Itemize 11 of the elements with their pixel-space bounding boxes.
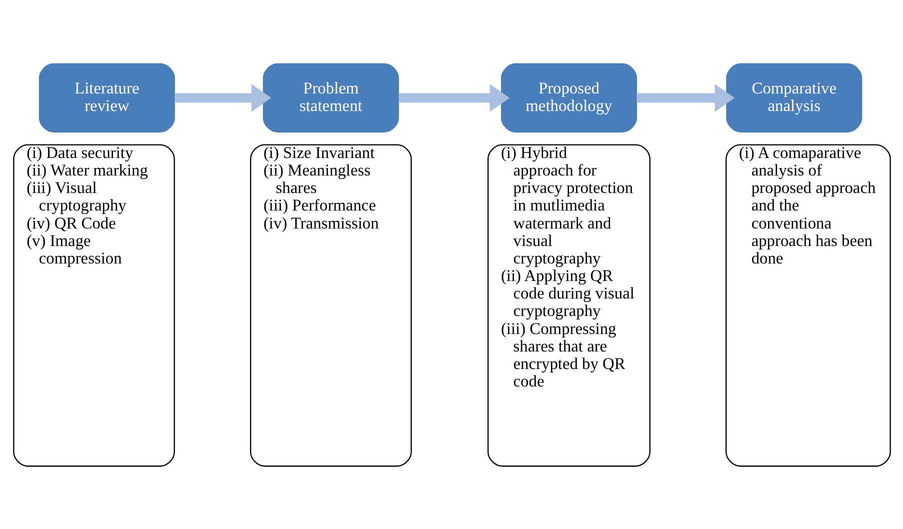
arrow: [174, 83, 271, 112]
node-box: Literature review: [38, 62, 174, 132]
node-box: Proposed methodology: [500, 62, 636, 132]
arrow: [398, 83, 510, 112]
arrow: [636, 83, 734, 112]
node-box: (i) Data security (ii) Water marking (iii) Visual cryptography (iv) QR Code (v) Image compression: [12, 144, 174, 466]
node-box: (i) Size Invariant (ii) Meaningless shares (iii) Performance (iv) Transmission: [250, 144, 412, 466]
node-box: Comparative analysis: [726, 62, 862, 132]
node-box: Problem statement: [262, 62, 398, 132]
node-box: (i) Hybrid approach for privacy protection in mutlimedia watermark and visual cryptography (ii) Applying QR code during visual cryptography (iii) Compressing shares that are encrypted by QR code: [486, 144, 650, 466]
node-box: (i) A comaparative analysis of proposed approach and the conventiona approach has been done: [725, 144, 890, 466]
